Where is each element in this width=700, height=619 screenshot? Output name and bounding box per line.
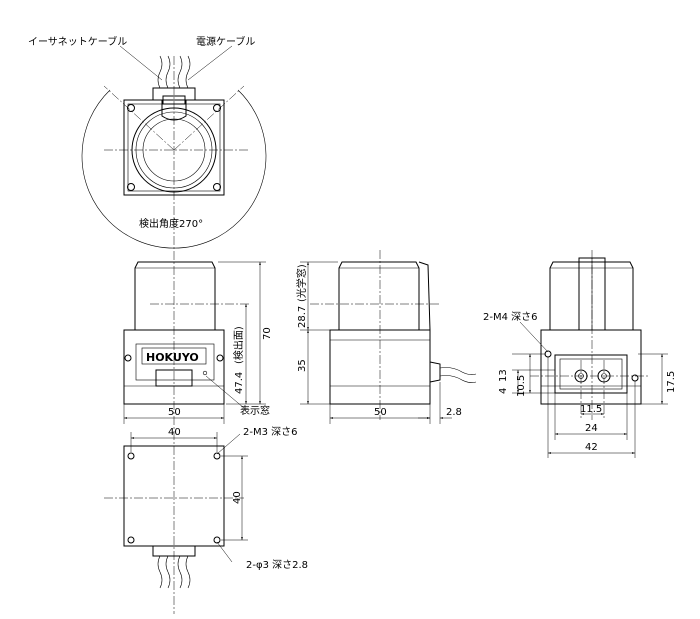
ethernet-cable-label: イーサネットケーブル xyxy=(28,35,127,48)
front-height-dim: 70 xyxy=(262,327,273,340)
rear-24-dim: 24 xyxy=(585,423,598,434)
hole-phi3-label: 2-φ3 深さ2.8 xyxy=(246,559,308,571)
tap-m4-label: 2-M4 深さ6 xyxy=(483,311,538,323)
rear-13-dim: 13 xyxy=(498,369,509,382)
rear-17-5-dim: 17.5 xyxy=(666,371,677,393)
brand-logo: HOKUYO xyxy=(146,351,199,364)
rear-10-5-dim: 10.5 xyxy=(516,375,527,397)
detection-angle-label: 検出角度270° xyxy=(139,217,203,230)
front-view: HOKUYO 50 70 47.4 (検出面) 表示窓 xyxy=(123,261,273,424)
rear-4-dim: 4 xyxy=(498,388,509,394)
tap-m3-label: 2-M3 深さ6 xyxy=(243,426,298,438)
bottom-view: 40 40 2-M3 深さ6 2-φ3 深さ2.8 xyxy=(104,426,308,589)
side-view: 28.7 (光学窓) 35 50 2.8 xyxy=(295,250,477,424)
bottom-depth-dim: 40 xyxy=(232,491,243,504)
front-width-dim: 50 xyxy=(168,407,181,418)
front-plane-dim: 47.4 xyxy=(234,372,245,394)
rear-view: 2-M4 深さ6 4 13 10.5 17.5 11.5 24 42 xyxy=(483,250,677,458)
detection-plane-label: (検出面) xyxy=(232,326,245,364)
rear-42-dim: 42 xyxy=(585,442,598,453)
top-view: イーサネットケーブル 電源ケーブル 検出角度270° xyxy=(28,35,267,614)
side-lower-dim: 35 xyxy=(297,359,308,372)
rear-11-5-dim: 11.5 xyxy=(580,404,602,415)
side-upper-dim: 28.7 xyxy=(297,306,308,328)
side-connector-dim: 2.8 xyxy=(446,407,462,418)
bottom-width-dim: 40 xyxy=(168,427,181,438)
side-width-dim: 50 xyxy=(374,407,387,418)
display-window-label: 表示窓 xyxy=(240,404,270,417)
optical-window-label: (光学窓) xyxy=(295,264,308,302)
power-cable-label: 電源ケーブル xyxy=(196,35,255,48)
